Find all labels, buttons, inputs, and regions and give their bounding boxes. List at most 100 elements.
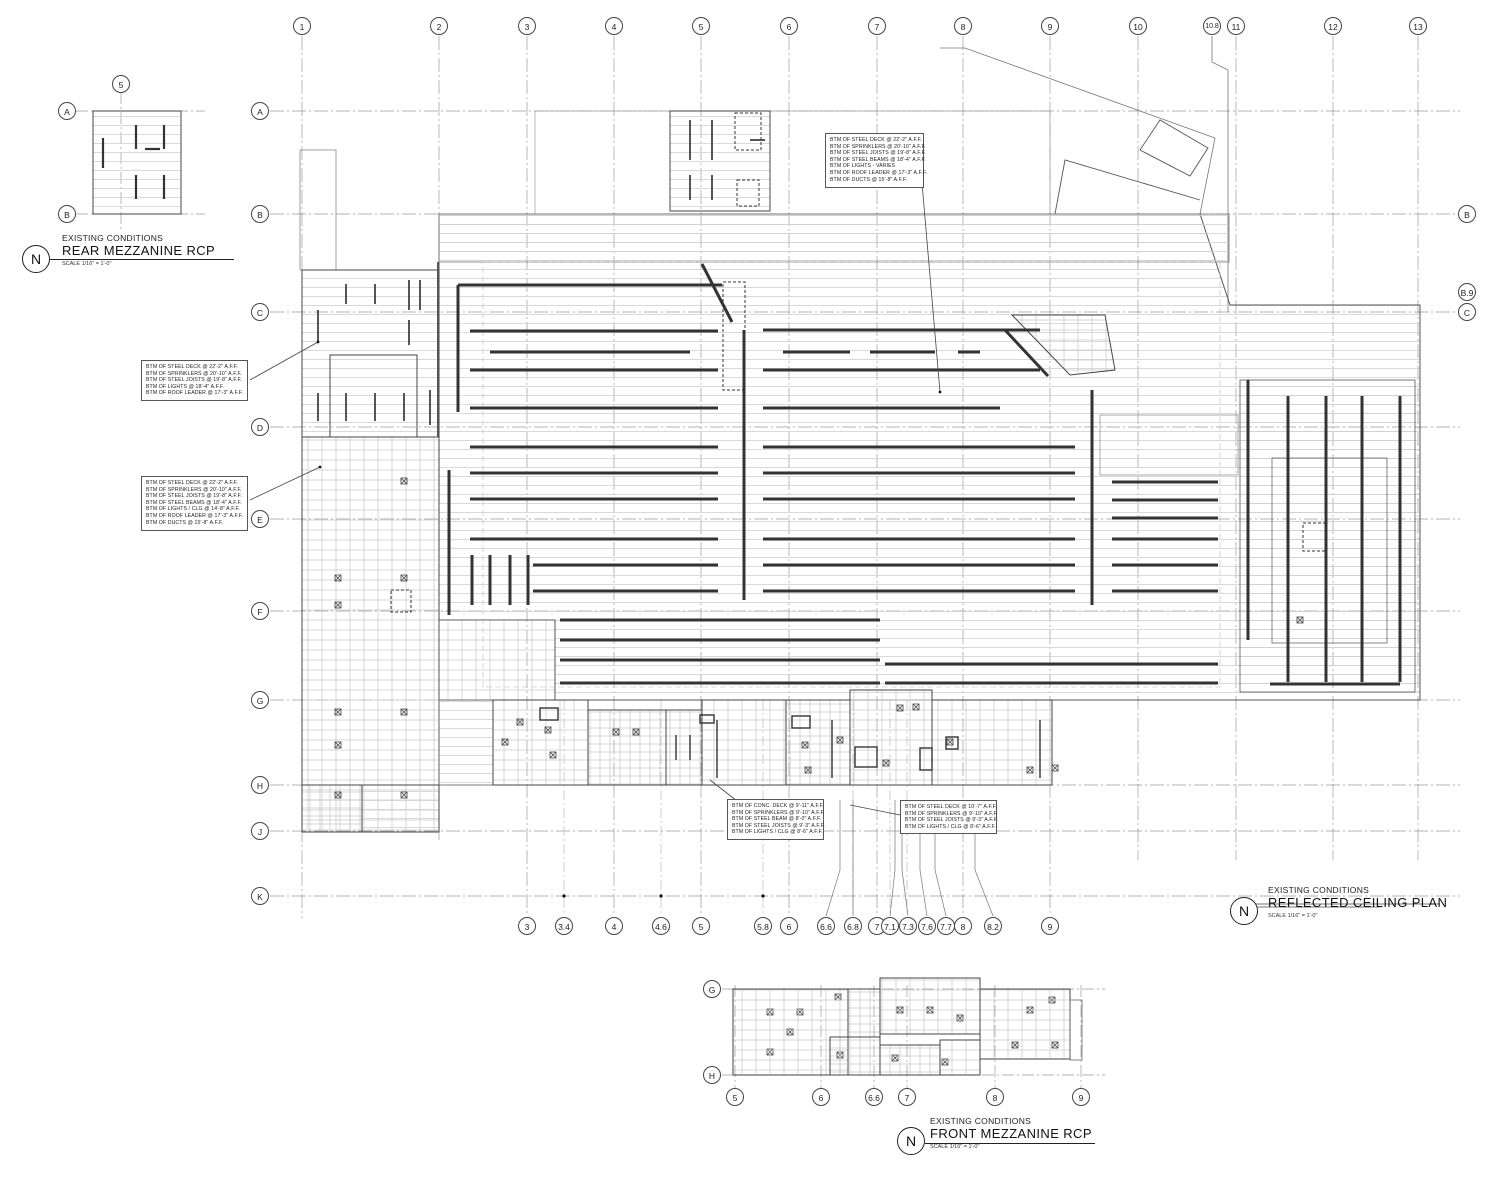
front-mezzanine-scale: SCALE 1/16" = 1'-0" xyxy=(930,1144,980,1150)
grid-bubble-left: D xyxy=(251,418,269,436)
note-line: BTM OF STEEL DECK @ 22'-2" A.F.F. xyxy=(830,137,922,143)
note-line: BTM OF STEEL JOISTS @ 19'-8" A.F.F. xyxy=(830,150,926,157)
grid-bubble-top: 6 xyxy=(780,17,798,35)
main-plan-scale: SCALE 1/16" = 1'-0" xyxy=(1268,913,1318,919)
note-line: BTM OF LIGHTS - VARIES xyxy=(830,163,896,170)
note-line: BTM OF STEEL JOISTS @ 9'-3" A.F.F. xyxy=(905,817,998,824)
note-line: BTM OF STEEL BEAMS @ 18'-4" A.F.F. xyxy=(146,499,242,506)
north-label: N xyxy=(1239,903,1250,919)
main-plan-subtitle: EXISTING CONDITIONS xyxy=(1268,885,1370,895)
note-line: BTM OF SPRINKLERS @ 9'-10" A.F.F. xyxy=(732,809,825,816)
grid-bubble-bottom: 7.7 xyxy=(937,917,955,935)
grid-bubble-bottom: 7.6 xyxy=(918,917,936,935)
front-mezzanine-subtitle: EXISTING CONDITIONS xyxy=(930,1116,1032,1126)
grid-bubble-top: 3 xyxy=(518,17,536,35)
front-grid-bubble-bottom: 9 xyxy=(1072,1088,1090,1106)
note-line: BTM OF CONC. DECK @ 9'-11" A.F.F. xyxy=(732,803,825,809)
rear-grid-bubble-left: A xyxy=(58,102,76,120)
note-line: BTM OF SPRINKLERS @ 20'-10" A.F.F. xyxy=(146,370,242,377)
north-arrow-rear-mezzanine: N xyxy=(22,245,50,273)
main-plan-title-block: EXISTING CONDITIONS REFLECTED CEILING PL… xyxy=(1268,885,1447,919)
grid-bubble-top: 8 xyxy=(954,17,972,35)
grid-bubble-left: H xyxy=(251,776,269,794)
note-line: BTM OF LIGHTS / CLG @ 8'-6" A.F.F. xyxy=(732,829,823,836)
north-arrow-main-plan: N xyxy=(1230,897,1258,925)
grid-bubble-bottom: 8.2 xyxy=(984,917,1002,935)
north-arrow-front-mezzanine: N xyxy=(897,1127,925,1155)
grid-bubble-top: 7 xyxy=(868,17,886,35)
front-title-underline xyxy=(925,1143,1095,1144)
note-line: BTM OF STEEL JOISTS @ 9'-3" A.F.F. xyxy=(732,822,825,829)
front-grid-bubble-left: H xyxy=(703,1066,721,1084)
grid-bubble-top: 12 xyxy=(1324,17,1342,35)
ceiling-note-rear-left: BTM OF STEEL DECK @ 22'-2" A.F.F.BTM OF … xyxy=(141,360,248,401)
grid-bubble-bottom: 9 xyxy=(1041,917,1059,935)
front-grid-bubble-left: G xyxy=(703,980,721,998)
grid-bubble-top: 4 xyxy=(605,17,623,35)
grid-bubble-bottom: 7.1 xyxy=(881,917,899,935)
note-line: BTM OF LIGHTS / CLG @ 8'-6" A.F.F. xyxy=(905,823,996,830)
grid-bubble-bottom: 3.4 xyxy=(555,917,573,935)
rear-grid-bubble-top: 5 xyxy=(112,75,130,93)
grid-bubble-top: 9 xyxy=(1041,17,1059,35)
note-line: BTM OF DUCTS @ 15'-8" A.F.F. xyxy=(146,519,224,526)
grid-bubble-top: 10 xyxy=(1129,17,1147,35)
grid-bubble-left: C xyxy=(251,303,269,321)
front-mezzanine-title-block: EXISTING CONDITIONS FRONT MEZZANINE RCP … xyxy=(930,1116,1092,1150)
grid-bubble-bottom: 6.8 xyxy=(844,917,862,935)
grid-bubble-left: B xyxy=(251,205,269,223)
front-mezzanine-title: FRONT MEZZANINE RCP xyxy=(930,1126,1092,1141)
note-line: BTM OF ROOF LEADER @ 17'-3" A.F.F. xyxy=(830,169,928,176)
rear-mezzanine-subtitle: EXISTING CONDITIONS xyxy=(62,233,164,243)
grid-bubble-bottom: 6.6 xyxy=(817,917,835,935)
grid-bubble-top: 2 xyxy=(430,17,448,35)
grid-bubble-right: B xyxy=(1458,205,1476,223)
grid-bubble-left: G xyxy=(251,691,269,709)
rear-title-underline xyxy=(50,259,234,260)
note-line: BTM OF STEEL DECK @ 22'-2" A.F.F. xyxy=(146,364,238,370)
grid-bubble-bottom: 7.3 xyxy=(899,917,917,935)
grid-bubble-right: C xyxy=(1458,303,1476,321)
note-line: BTM OF SPRINKLERS @ 9'-10" A.F.F. xyxy=(905,810,998,817)
front-grid-bubble-bottom: 5 xyxy=(726,1088,744,1106)
rear-grid-bubble-left: B xyxy=(58,205,76,223)
north-label: N xyxy=(906,1133,917,1149)
note-line: BTM OF SPRINKLERS @ 20'-10" A.F.F. xyxy=(830,143,926,150)
note-line: BTM OF STEEL JOISTS @ 19'-8" A.F.F. xyxy=(146,377,242,384)
note-line: BTM OF STEEL BEAM @ 8'-0" A.F.F. xyxy=(732,816,822,823)
front-grid-bubble-bottom: 6 xyxy=(812,1088,830,1106)
note-line: BTM OF LIGHTS / CLG @ 14'-8" A.F.F. xyxy=(146,506,240,513)
ceiling-note-front-offices-left: BTM OF CONC. DECK @ 9'-11" A.F.F.BTM OF … xyxy=(727,799,825,840)
note-line: BTM OF LIGHTS @ 18'-4" A.F.F. xyxy=(146,383,225,390)
grid-bubble-bottom: 8 xyxy=(954,917,972,935)
north-label: N xyxy=(31,251,42,267)
grid-bubble-bottom: 4 xyxy=(605,917,623,935)
grid-bubble-bottom: 6 xyxy=(780,917,798,935)
note-line: BTM OF SPRINKLERS @ 20'-10" A.F.F. xyxy=(146,486,242,493)
note-line: BTM OF STEEL JOISTS @ 19'-8" A.F.F. xyxy=(146,493,242,500)
grid-bubble-top: 10.8 xyxy=(1203,17,1221,35)
grid-bubble-top: 1 xyxy=(293,17,311,35)
grid-bubble-top: 5 xyxy=(692,17,710,35)
note-line: BTM OF STEEL BEAMS @ 18'-4" A.F.F. xyxy=(830,156,926,163)
note-line: BTM OF STEEL DECK @ 22'-2" A.F.F. xyxy=(146,480,238,486)
grid-bubble-bottom: 3 xyxy=(518,917,536,935)
note-line: BTM OF ROOF LEADER @ 17'-3" A.F.F. xyxy=(146,512,244,519)
grid-bubble-left: J xyxy=(251,822,269,840)
front-grid-bubble-bottom: 8 xyxy=(986,1088,1004,1106)
ceiling-note-top-center: BTM OF STEEL DECK @ 22'-2" A.F.F.BTM OF … xyxy=(825,133,928,188)
rear-mezzanine-title-block: EXISTING CONDITIONS REAR MEZZANINE RCP S… xyxy=(62,233,215,267)
grid-bubble-top: 11 xyxy=(1227,17,1245,35)
grid-bubble-bottom: 5 xyxy=(692,917,710,935)
grid-bubble-left: E xyxy=(251,510,269,528)
note-line: BTM OF DUCTS @ 15'-8" A.F.F. xyxy=(830,176,908,183)
front-grid-bubble-bottom: 6.6 xyxy=(865,1088,883,1106)
grid-bubble-top: 13 xyxy=(1409,17,1427,35)
grid-bubble-left: A xyxy=(251,102,269,120)
ceiling-note-front-offices-right: BTM OF STEEL DECK @ 10'-7" A.F.F.BTM OF … xyxy=(900,800,998,834)
grid-bubble-right: B.9 xyxy=(1458,283,1476,301)
ceiling-note-left-column: BTM OF STEEL DECK @ 22'-2" A.F.F.BTM OF … xyxy=(141,476,248,531)
grid-bubble-left: K xyxy=(251,887,269,905)
